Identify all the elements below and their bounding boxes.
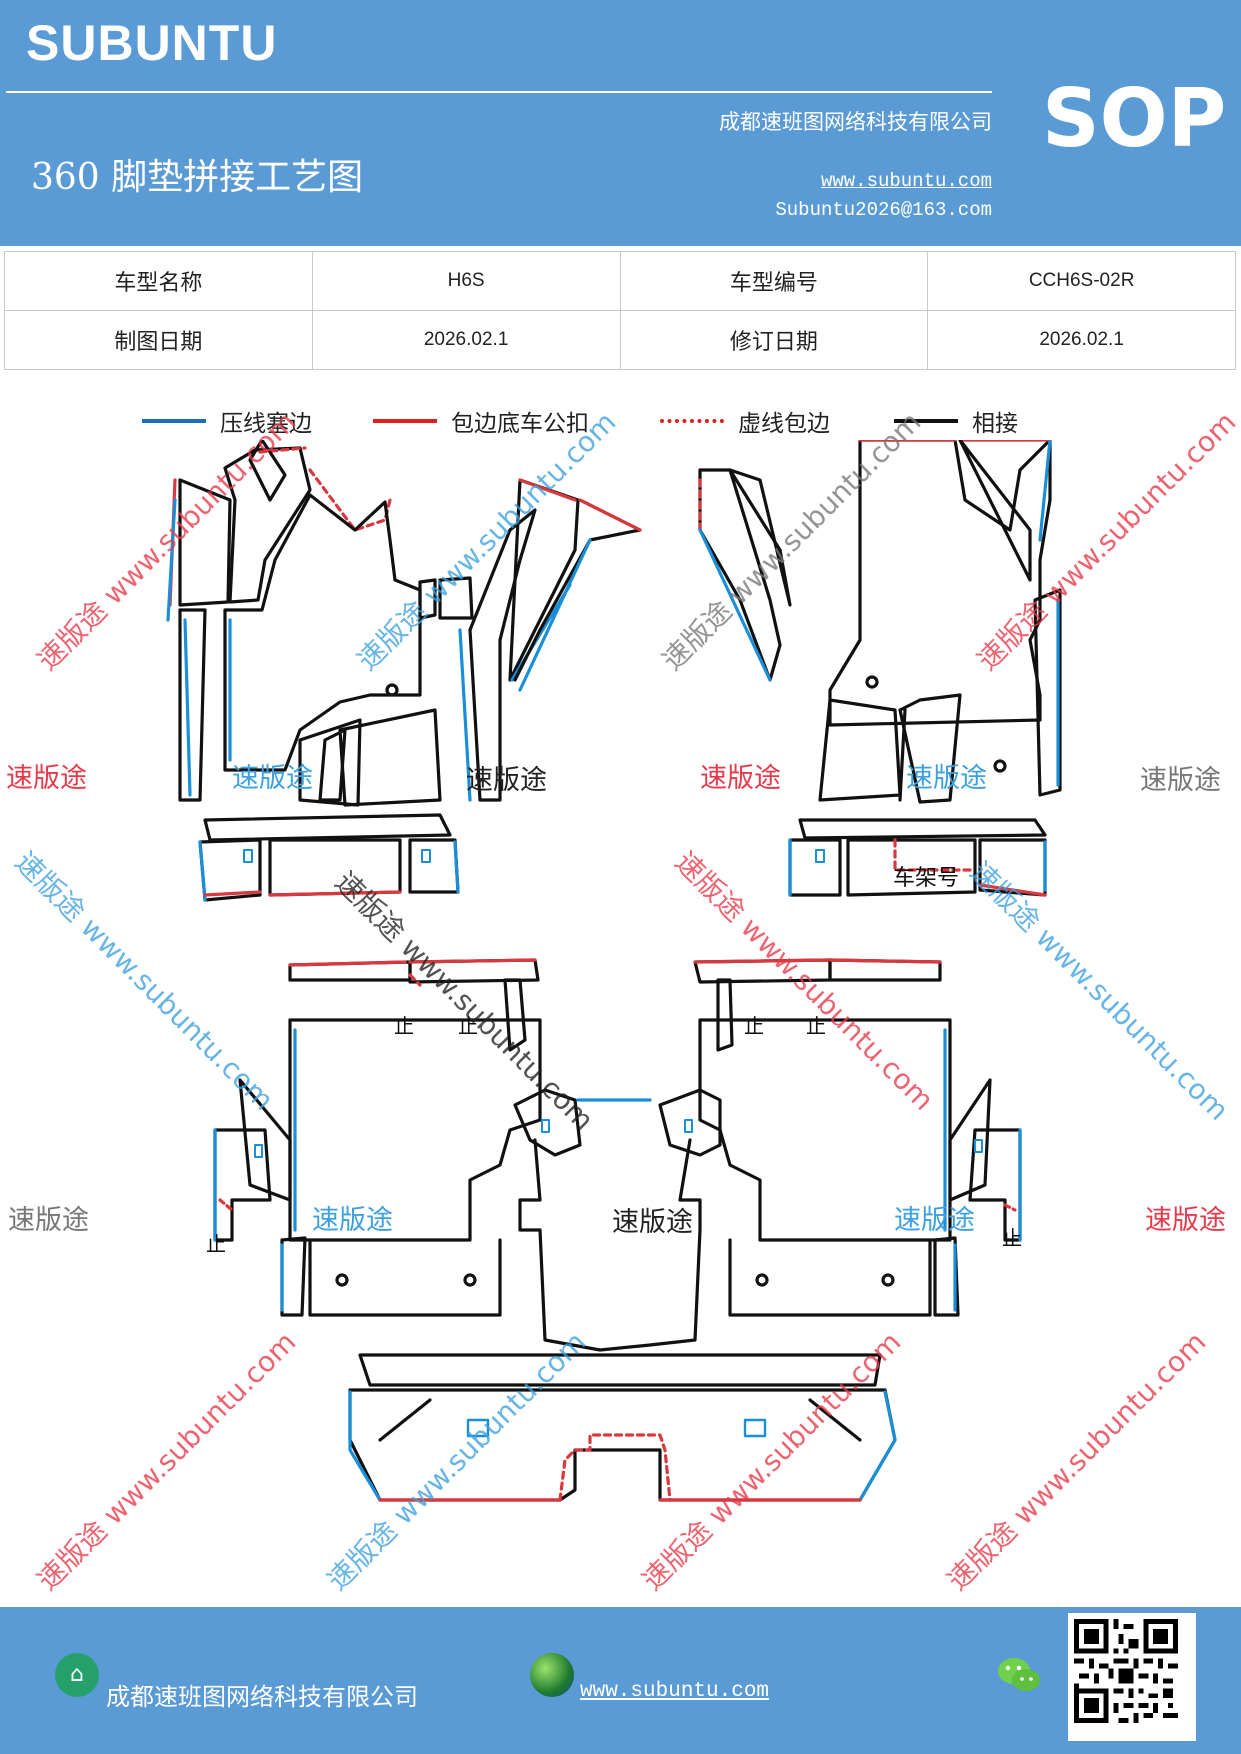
legend-swatch <box>142 419 206 423</box>
passenger-mat-pieces <box>698 440 1062 897</box>
mat-pattern-drawing <box>166 440 1062 1502</box>
table-row: 制图日期 2026.02.1 修订日期 2026.02.1 <box>4 310 1236 370</box>
revise-date-value: 2026.02.1 <box>927 310 1236 370</box>
footer-company-name: 成都速班图网络科技有限公司 <box>106 1683 418 1711</box>
stop-mark: 止 <box>458 1014 478 1038</box>
email-address[interactable]: Subuntu2026@163.com <box>775 199 992 221</box>
qr-code[interactable] <box>1068 1613 1196 1741</box>
stop-mark: 止 <box>206 1232 226 1256</box>
legend-label: 相接 <box>972 411 1018 437</box>
legend-swatch <box>660 419 724 423</box>
legend-item-red-edge: 包边底车公扣 <box>373 404 589 438</box>
info-table: 车型名称 H6S 车型编号 CCH6S-02R 制图日期 2026.02.1 修… <box>4 251 1236 370</box>
sop-label: SOP <box>1042 72 1227 165</box>
mat-diagram: 车架号 止 止 止 止 止 止 速版途 速版途 速版途 速版途 速版途 速版途 … <box>0 405 1241 1600</box>
driver-mat-pieces <box>166 440 642 902</box>
legend-label: 压线塞边 <box>220 411 312 437</box>
wechat-icon[interactable] <box>996 1655 1042 1695</box>
stop-mark: 止 <box>806 1014 826 1038</box>
brand-logo: SUBUNTU <box>26 15 278 71</box>
stop-mark: 止 <box>394 1014 414 1038</box>
legend-label: 虚线包边 <box>738 411 830 437</box>
legend-item-press-seam: 压线塞边 <box>142 404 312 438</box>
home-icon: ⌂ <box>55 1653 99 1697</box>
legend-label: 包边底车公扣 <box>451 411 589 437</box>
header-banner: SUBUNTU SOP 成都速班图网络科技有限公司 360 脚垫拼接工艺图 ww… <box>0 0 1241 246</box>
legend-swatch <box>373 419 437 423</box>
model-name-value: H6S <box>311 251 621 311</box>
header-divider <box>6 91 992 93</box>
draw-date-value: 2026.02.1 <box>311 310 621 370</box>
frame-number-label: 车架号 <box>893 866 960 891</box>
draw-date-label: 制图日期 <box>4 310 313 370</box>
legend: 压线塞边 包边底车公扣 虚线包边 相接 <box>0 404 1241 437</box>
rear-mat-pieces <box>213 958 1022 1502</box>
page-title: 360 脚垫拼接工艺图 <box>31 157 364 198</box>
legend-item-joint: 相接 <box>894 404 1018 438</box>
globe-icon <box>530 1653 574 1697</box>
model-code-value: CCH6S-02R <box>927 251 1236 311</box>
model-code-label: 车型编号 <box>619 251 929 311</box>
revise-date-label: 修订日期 <box>619 310 929 370</box>
stop-mark: 止 <box>744 1014 764 1038</box>
footer-banner: ⌂ 成都速班图网络科技有限公司 www.subuntu.com <box>0 1607 1241 1754</box>
model-name-label: 车型名称 <box>4 251 313 311</box>
footer-website-link[interactable]: www.subuntu.com <box>580 1680 770 1703</box>
website-link[interactable]: www.subuntu.com <box>820 170 992 192</box>
qr-code-pattern <box>1074 1619 1178 1723</box>
table-row: 车型名称 H6S 车型编号 CCH6S-02R <box>4 251 1236 311</box>
legend-swatch <box>894 419 958 423</box>
stop-mark: 止 <box>1002 1226 1022 1250</box>
company-name: 成都速班图网络科技有限公司 <box>719 110 992 134</box>
legend-item-dotted-edge: 虚线包边 <box>660 404 830 438</box>
